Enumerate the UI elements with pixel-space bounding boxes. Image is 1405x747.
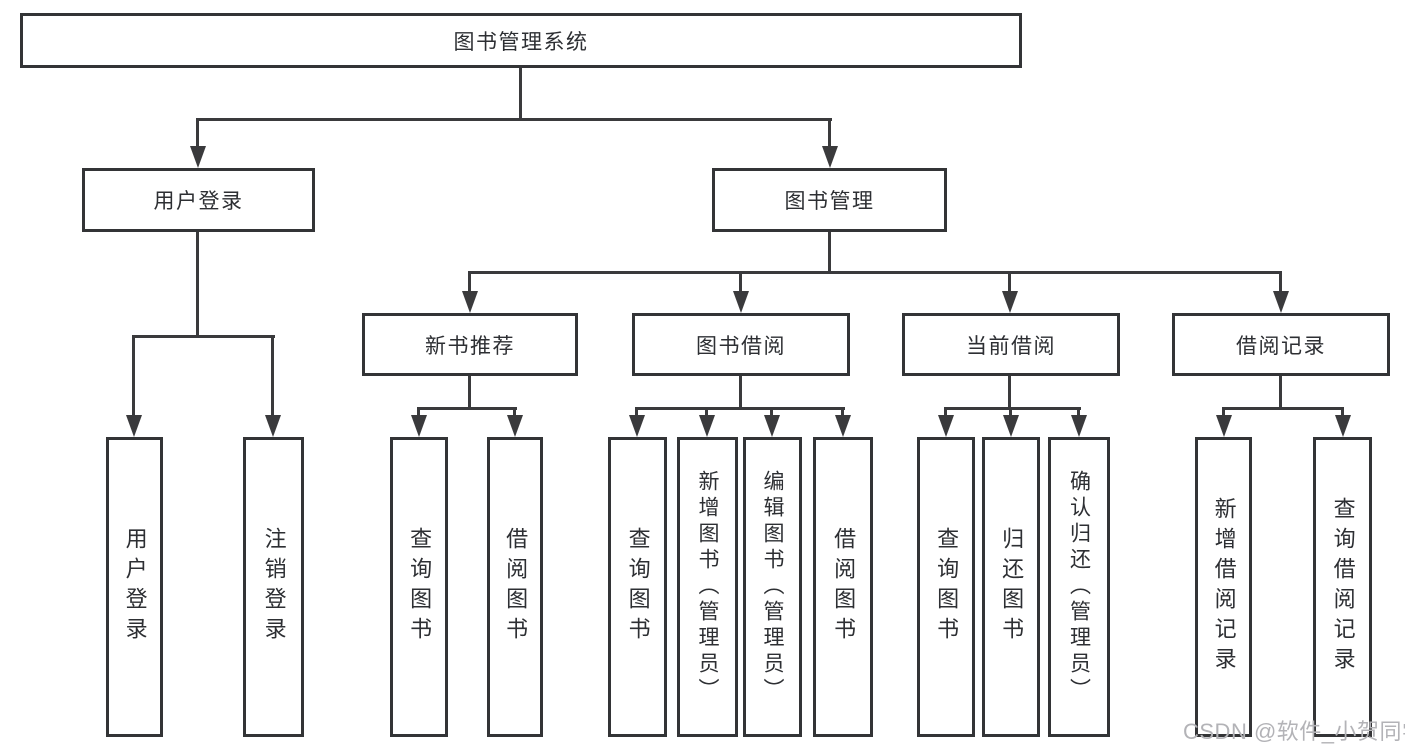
- connector-stem: [468, 271, 471, 291]
- leaf-label: 查询图书: [625, 527, 651, 647]
- connector-stem: [1009, 407, 1012, 415]
- node-book-management: 图书管理: [712, 168, 947, 232]
- connector-rail-book-management: [468, 271, 1282, 274]
- connector-stem: [841, 407, 844, 415]
- connector-rail-new-book: [417, 407, 517, 410]
- connector-trunk-borrow-records: [1279, 376, 1282, 410]
- connector-stem: [770, 407, 773, 415]
- node-book-borrowing: 图书借阅: [632, 313, 850, 376]
- node-label: 用户登录: [153, 190, 244, 213]
- leaf-borrow-books-recommend: 借阅图书: [487, 437, 543, 737]
- leaf-query-books-current: 查询图书: [917, 437, 975, 737]
- arrowhead-down-icon: [699, 415, 715, 437]
- node-label: 图书借阅: [696, 334, 786, 358]
- arrowhead-down-icon: [733, 291, 749, 313]
- node-root-library-system: 图书管理系统: [20, 13, 1022, 68]
- connector-trunk-current-borrow: [1008, 376, 1011, 410]
- leaf-query-books-borrowing: 查询图书: [608, 437, 667, 737]
- leaf-label: 用户登录: [122, 527, 148, 647]
- node-new-book-recommend: 新书推荐: [362, 313, 578, 376]
- leaf-edit-books-admin: 编辑图书（管理员）: [743, 437, 802, 737]
- node-label: 当前借阅: [966, 334, 1056, 358]
- leaf-label: 确认归还（管理员）: [1067, 470, 1091, 704]
- arrowhead-down-icon: [190, 146, 206, 168]
- arrowhead-down-icon: [126, 415, 142, 437]
- leaf-user-login: 用户登录: [106, 437, 163, 737]
- connector-trunk-root: [519, 68, 522, 121]
- connector-stem: [1077, 407, 1080, 415]
- leaf-label: 查询图书: [934, 527, 960, 647]
- node-label: 图书管理系统: [453, 30, 589, 54]
- connector-trunk-user-login: [196, 232, 199, 338]
- connector-rail-book-borrow: [635, 407, 845, 410]
- arrowhead-down-icon: [1216, 415, 1232, 437]
- node-label: 借阅记录: [1236, 334, 1326, 358]
- node-label: 新书推荐: [425, 334, 515, 358]
- connector-rail-root: [196, 118, 832, 121]
- arrowhead-down-icon: [629, 415, 645, 437]
- arrowhead-down-icon: [835, 415, 851, 437]
- node-user-login: 用户登录: [82, 168, 315, 232]
- leaf-label: 查询借阅记录: [1330, 497, 1356, 677]
- leaf-confirm-return-admin: 确认归还（管理员）: [1048, 437, 1110, 737]
- arrowhead-down-icon: [822, 146, 838, 168]
- leaf-label: 注销登录: [261, 527, 287, 647]
- arrowhead-down-icon: [1273, 291, 1289, 313]
- connector-rail-current-borrow: [944, 407, 1081, 410]
- connector-rail-user-login: [132, 335, 275, 338]
- connector-stem: [132, 335, 135, 415]
- connector-trunk-new-book: [468, 376, 471, 410]
- connector-stem: [739, 271, 742, 291]
- connector-stem: [196, 118, 199, 146]
- arrowhead-down-icon: [764, 415, 780, 437]
- connector-stem: [944, 407, 947, 415]
- leaf-label: 归还图书: [999, 527, 1025, 647]
- leaf-query-books-recommend: 查询图书: [390, 437, 448, 737]
- leaf-return-books: 归还图书: [982, 437, 1040, 737]
- connector-stem: [828, 118, 831, 146]
- connector-stem: [513, 407, 516, 415]
- arrowhead-down-icon: [1003, 415, 1019, 437]
- connector-stem: [1222, 407, 1225, 415]
- connector-rail-borrow-records: [1222, 407, 1344, 410]
- arrowhead-down-icon: [507, 415, 523, 437]
- leaf-logout: 注销登录: [243, 437, 304, 737]
- arrowhead-down-icon: [1335, 415, 1351, 437]
- connector-trunk-book-borrow: [739, 376, 742, 410]
- connector-stem: [417, 407, 420, 415]
- leaf-query-borrow-record: 查询借阅记录: [1313, 437, 1372, 737]
- connector-stem: [635, 407, 638, 415]
- leaf-label: 借阅图书: [503, 527, 529, 647]
- leaf-add-books-admin: 新增图书（管理员）: [677, 437, 738, 737]
- connector-stem: [271, 335, 274, 415]
- node-borrowing-records: 借阅记录: [1172, 313, 1390, 376]
- arrowhead-down-icon: [265, 415, 281, 437]
- leaf-label: 新增借阅记录: [1211, 497, 1237, 677]
- csdn-watermark: CSDN @软件_小贺同学: [1183, 719, 1405, 744]
- arrowhead-down-icon: [411, 415, 427, 437]
- arrowhead-down-icon: [462, 291, 478, 313]
- node-label: 图书管理: [784, 190, 875, 213]
- arrowhead-down-icon: [938, 415, 954, 437]
- arrowhead-down-icon: [1002, 291, 1018, 313]
- leaf-label: 新增图书（管理员）: [696, 470, 720, 704]
- leaf-add-borrow-record: 新增借阅记录: [1195, 437, 1252, 737]
- connector-trunk-book-management: [828, 232, 831, 274]
- node-current-borrowing: 当前借阅: [902, 313, 1120, 376]
- connector-stem: [1008, 271, 1011, 291]
- connector-stem: [705, 407, 708, 415]
- leaf-label: 编辑图书（管理员）: [761, 470, 785, 704]
- connector-stem: [1341, 407, 1344, 415]
- leaf-label: 借阅图书: [831, 527, 857, 647]
- leaf-label: 查询图书: [407, 527, 433, 647]
- leaf-borrow-books: 借阅图书: [813, 437, 873, 737]
- arrowhead-down-icon: [1071, 415, 1087, 437]
- connector-stem: [1279, 271, 1282, 291]
